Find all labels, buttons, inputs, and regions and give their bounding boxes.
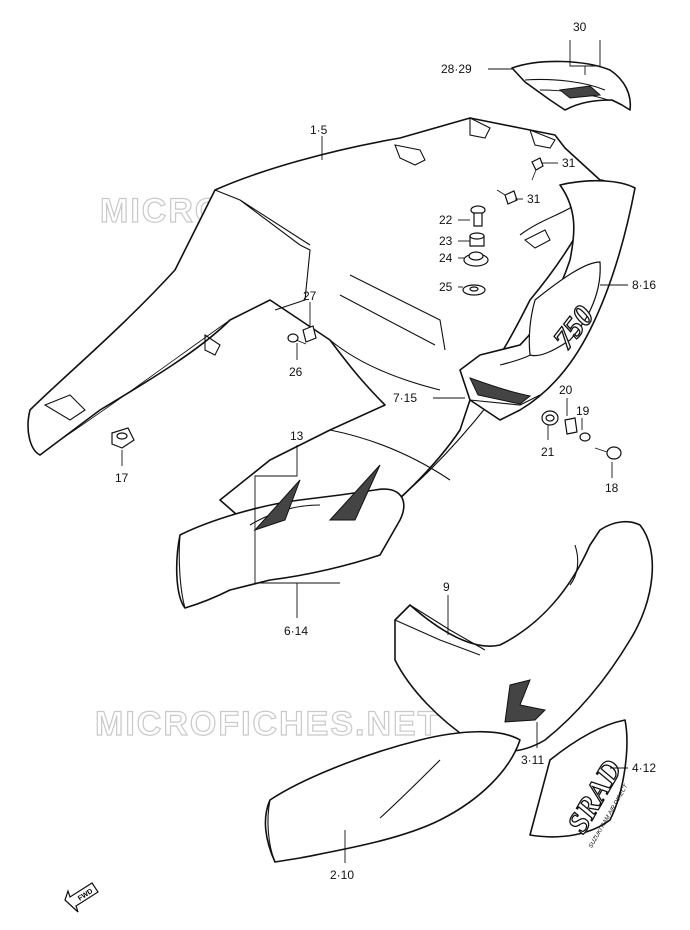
callout-7-15: 7·15 — [393, 391, 417, 405]
callout-25: 25 — [439, 280, 453, 294]
collar-23 — [469, 232, 485, 247]
washer-25 — [462, 284, 486, 296]
grommet-24 — [463, 251, 489, 267]
seat-tail-cowl-part — [511, 60, 632, 111]
grommet-17 — [111, 427, 135, 449]
callout-13: 13 — [290, 429, 304, 443]
callout-24: 24 — [439, 251, 453, 265]
callout-21: 21 — [541, 445, 555, 459]
rear-cowl-tail-part: 750 — [459, 179, 636, 421]
callout-2-10: 2·10 — [330, 868, 354, 882]
clip-27 — [302, 325, 317, 343]
lower-side-cover-part — [264, 730, 521, 863]
callout-31-lower: 31 — [527, 192, 541, 206]
callout-30: 30 — [573, 20, 587, 34]
leader-lines — [121, 40, 628, 863]
screw-31-upper — [531, 157, 544, 181]
callout-4-12: 4·12 — [632, 761, 656, 775]
callout-9: 9 — [443, 580, 450, 594]
callout-27: 27 — [303, 289, 317, 303]
callout-6-14: 6·14 — [284, 624, 308, 638]
callout-23: 23 — [439, 234, 453, 248]
callout-20: 20 — [559, 383, 573, 397]
callout-3-11: 3·11 — [521, 753, 544, 767]
callout-8-16: 8·16 — [632, 278, 656, 292]
callout-17: 17 — [115, 471, 129, 485]
frame-cover-main-part — [27, 117, 609, 571]
callout-28-29: 28·29 — [441, 62, 472, 76]
callout-31-upper: 31 — [562, 156, 576, 170]
side-cover-left-part — [175, 464, 405, 609]
callout-1-5: 1·5 — [310, 123, 328, 137]
callout-19: 19 — [576, 404, 590, 418]
callout-18: 18 — [605, 481, 619, 495]
callout-labels: 30 28·29 1·5 31 31 22 23 24 25 8·16 27 2… — [115, 20, 656, 882]
callout-26: 26 — [289, 365, 303, 379]
side-cover-right-part — [394, 520, 654, 753]
fwd-arrow-icon: FWD — [64, 882, 99, 913]
watermark-bottom: MICROFICHES.NET — [95, 705, 440, 743]
washer-19 — [579, 432, 591, 442]
screw-26 — [287, 333, 307, 345]
nut-21 — [541, 410, 559, 426]
callout-22: 22 — [439, 213, 453, 227]
screw-18 — [594, 446, 622, 460]
collar-20 — [564, 417, 578, 435]
screw-31-lower — [496, 189, 518, 205]
bolt-22 — [470, 205, 486, 227]
